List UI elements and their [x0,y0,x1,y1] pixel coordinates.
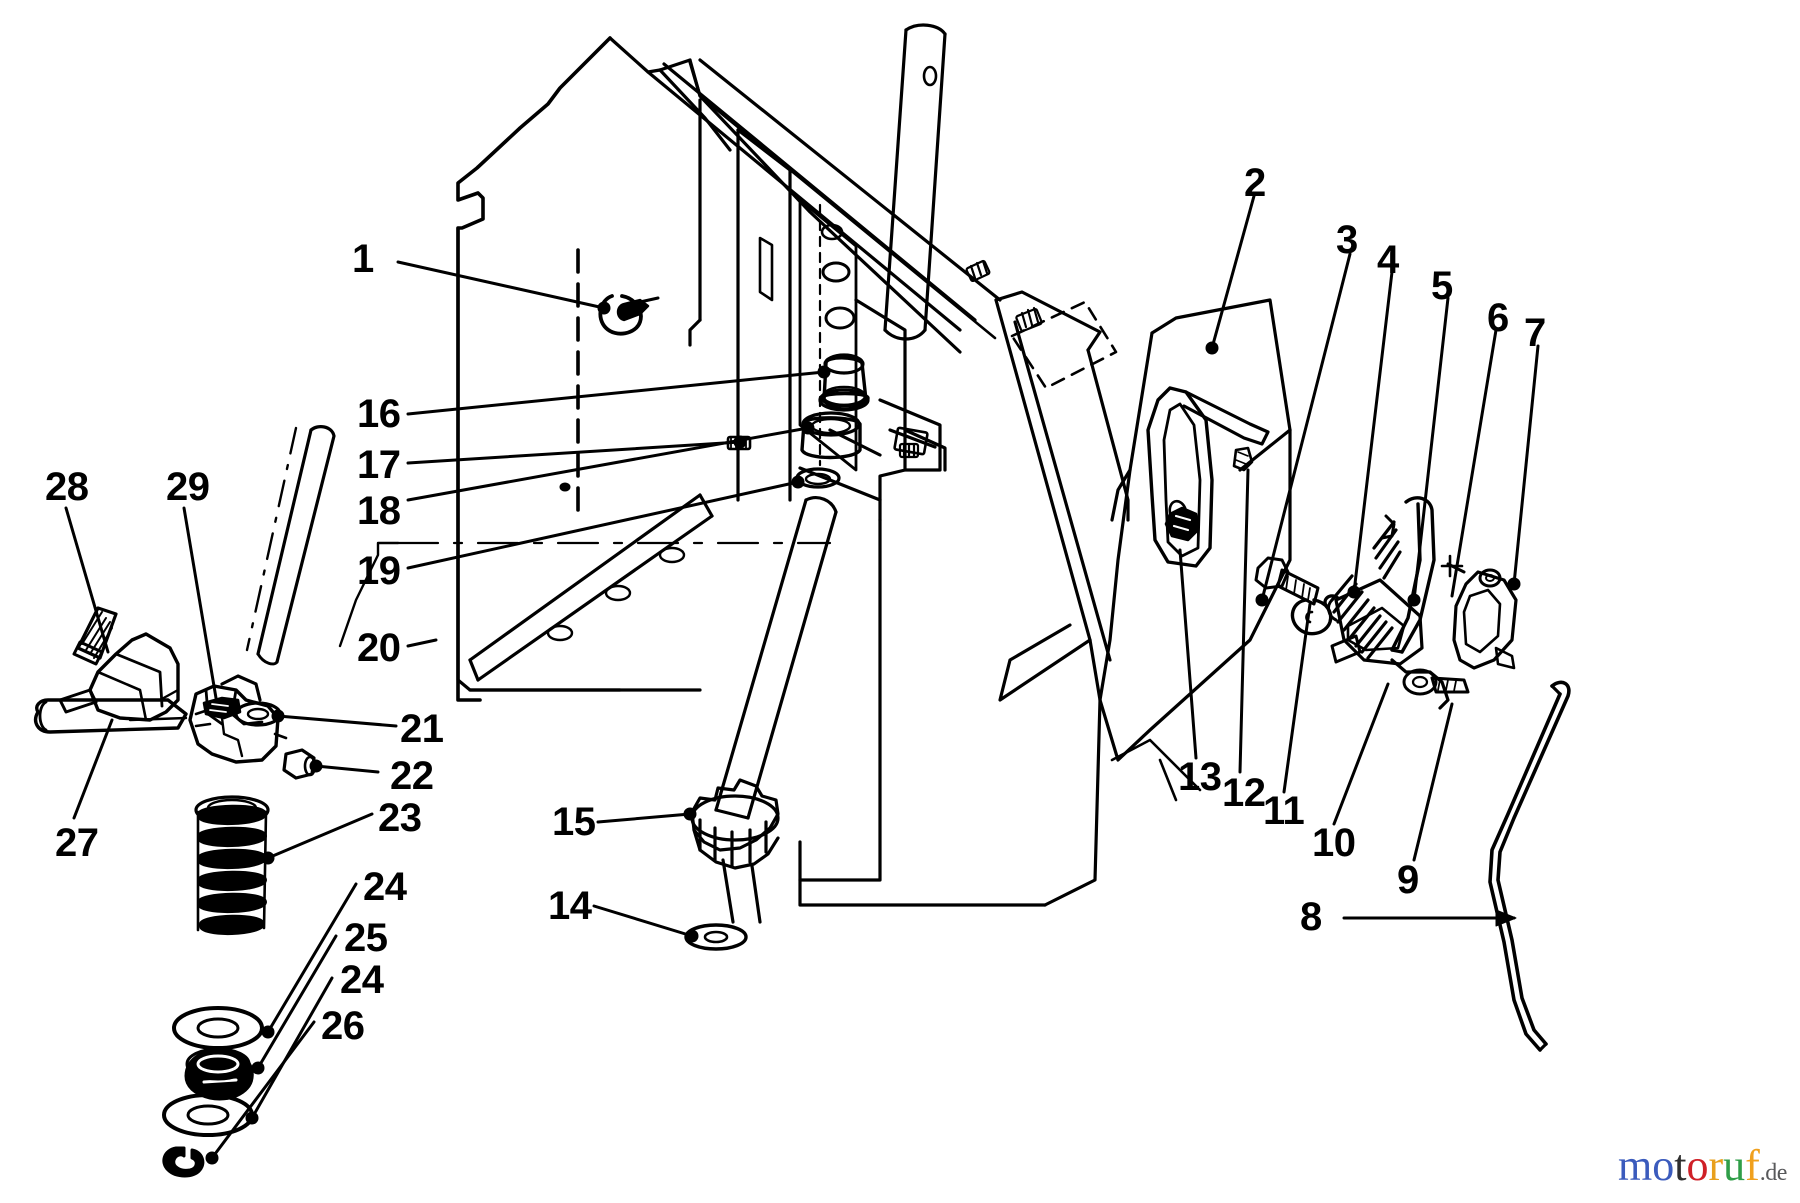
callout-18: 18 [357,489,401,533]
callout-14: 14 [548,884,592,928]
small-hatch-detail-2 [965,259,991,283]
snap-ring-26 [162,1146,205,1178]
small-nut-12 [1232,446,1254,472]
callout-11: 11 [1263,789,1305,833]
callout-17: 17 [357,443,401,487]
callout-22: 22 [390,754,434,798]
callout-3: 3 [1336,218,1358,262]
callout-10: 10 [1312,821,1356,865]
callout-19: 19 [357,549,401,593]
callout-6: 6 [1487,296,1509,340]
pin-leader-29 [220,716,244,758]
dashed-detail-box [1010,300,1118,390]
watermark-letter-f: f [1745,1141,1760,1190]
hex-nut-13 [1164,506,1200,542]
watermark-letter-m: m [1618,1141,1653,1190]
callout-24-lower: 24 [340,958,384,1002]
callout-21: 21 [400,707,444,751]
small-hatch-detail-3 [898,442,920,459]
compression-spring-23 [194,795,270,935]
motoruf-watermark: motoruf.de [1618,1144,1787,1188]
shift-tube-20 [245,425,336,666]
callout-23: 23 [378,796,422,840]
callout-7: 7 [1524,311,1546,355]
extension-spring-4 [1323,514,1402,660]
callout-1: 1 [352,237,374,281]
callout-8: 8 [1300,895,1322,939]
callout-4: 4 [1377,238,1399,282]
steering-shaft-lower [714,496,838,924]
callout-5: 5 [1431,264,1453,308]
callout-29: 29 [166,465,210,509]
callout-25: 25 [344,916,388,960]
watermark-tld: .de [1759,1160,1788,1186]
leader-bracket-20 [338,541,400,648]
callout-9: 9 [1397,858,1419,902]
roll-pin-29 [202,696,242,720]
callout-12: 12 [1222,771,1266,815]
watermark-letter-t: t [1674,1141,1687,1190]
watermark-letter-r: r [1708,1141,1724,1190]
steering-pinion-gear [690,778,780,870]
callout-28: 28 [45,465,89,509]
lever-plate-assembly [1330,578,1470,710]
callout-2: 2 [1244,161,1266,205]
callout-27: 27 [55,821,99,865]
callout-16: 16 [357,392,401,436]
dash-housing-panel [456,36,1002,702]
watermark-letter-o1: o [1652,1141,1675,1190]
leader-lines [64,194,1540,1165]
watermark-letter-o2: o [1686,1141,1709,1190]
callout-13: 13 [1178,755,1222,799]
callout-20: 20 [357,626,401,670]
center-console-body [736,128,858,502]
callout-24-upper: 24 [363,865,407,909]
pedal-bracket-3 [1146,386,1270,568]
pedal-pad-bracket-28 [58,632,180,722]
small-hatch-detail [1015,306,1043,333]
watermark-letter-u: u [1723,1141,1746,1190]
misc-detail-lines [1110,738,1202,802]
steering-column-upper-tube [883,23,947,341]
callout-26: 26 [321,1004,365,1048]
hex-bolt-11 [1254,556,1320,606]
adjuster-screw-28 [72,606,118,666]
callout-15: 15 [552,800,596,844]
